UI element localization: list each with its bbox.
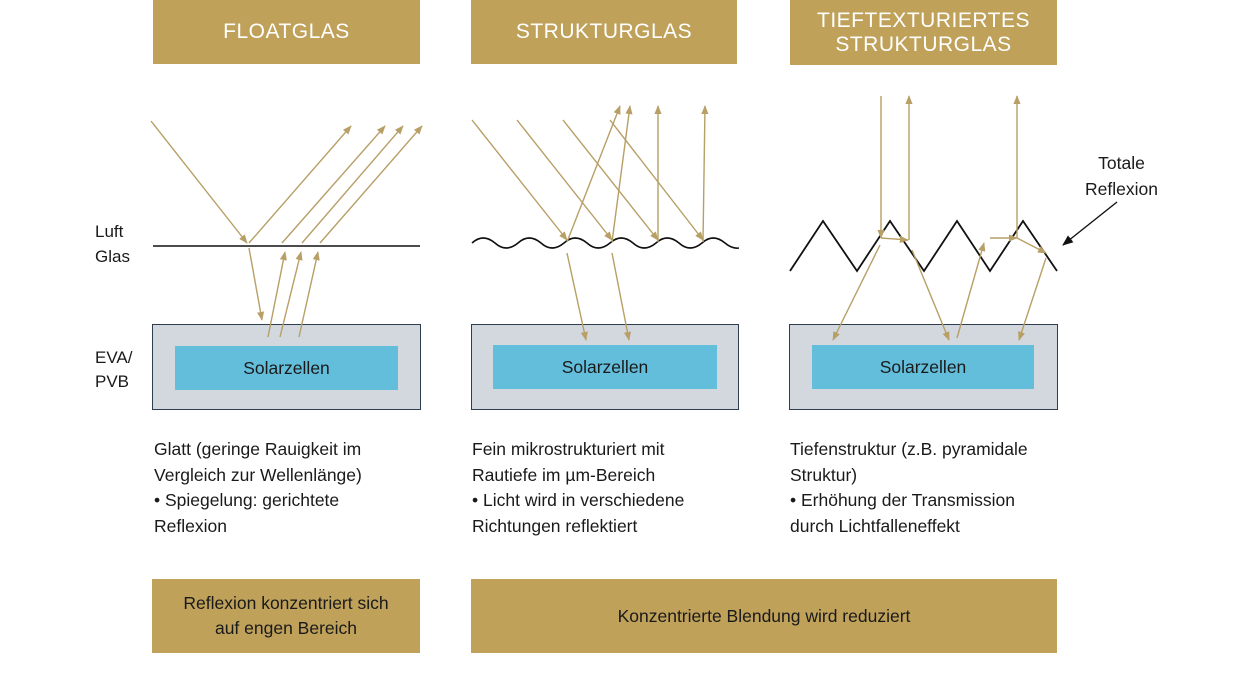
- rays-floatglas: [150, 120, 423, 338]
- footer-floatglas: Reflexion konzentriert sich auf engen Be…: [152, 579, 420, 653]
- footer-floatglas-line1: Reflexion konzentriert sich: [183, 593, 389, 613]
- description-floatglas-line2: Vergleich zur Wellenlänge): [154, 464, 362, 485]
- description-tieftexturiert-line1: Tiefenstruktur (z.B. pyramidale: [790, 439, 1028, 459]
- description-strukturglas-line3: • Licht wird in verschiedene: [472, 490, 685, 510]
- label-eva: EVA/: [95, 348, 133, 367]
- header-floatglas-text: FLOATGLAS: [223, 20, 350, 43]
- label-glas: Glas: [95, 247, 130, 266]
- surface-wave-strukturglas: [471, 237, 740, 249]
- label-luft: Luft: [95, 222, 124, 241]
- description-strukturglas-line4: Richtungen reflektiert: [472, 515, 638, 536]
- annotation-arrow: [1062, 201, 1118, 246]
- solar-cell-floatglas-label: Solarzellen: [243, 357, 330, 378]
- description-strukturglas-line1: Fein mikrostrukturiert mit: [472, 439, 665, 459]
- description-strukturglas: Fein mikrostrukturiert mit Rautiefe im µ…: [472, 437, 684, 539]
- description-floatglas-line4: Reflexion: [154, 515, 227, 536]
- annotation-totale-reflexion: Totale Reflexion: [1085, 150, 1158, 202]
- description-floatglas-line1: Glatt (geringe Rauigkeit im: [154, 439, 362, 459]
- description-strukturglas-line2: Rautiefe im µm-Bereich: [472, 464, 656, 485]
- description-floatglas: Glatt (geringe Rauigkeit im Vergleich zu…: [154, 437, 362, 539]
- footer-reduced-glare-text: Konzentrierte Blendung wird reduziert: [617, 605, 911, 626]
- solar-cell-tieftexturiert-label: Solarzellen: [879, 356, 967, 377]
- header-strukturglas-text: STRUKTURGLAS: [515, 20, 693, 43]
- footer-reduced-glare: Konzentrierte Blendung wird reduziert: [471, 579, 1057, 653]
- description-tieftexturiert-line2: Struktur): [790, 464, 858, 485]
- header-tieftexturiert-line1: TIEFTEXTURIERTES: [817, 8, 1030, 32]
- footer-floatglas-line2: auf engen Bereich: [214, 618, 358, 638]
- rays-tieftexturiert: [832, 95, 1047, 341]
- solar-cell-floatglas: Solarzellen: [175, 346, 398, 390]
- solar-cell-tieftexturiert: Solarzellen: [812, 345, 1034, 389]
- description-tieftexturiert: Tiefenstruktur (z.B. pyramidale Struktur…: [790, 437, 1028, 539]
- rays-strukturglas: [471, 105, 709, 341]
- annotation-line2: Reflexion: [1085, 179, 1158, 199]
- header-strukturglas: STRUKTURGLAS: [471, 0, 737, 64]
- solar-cell-strukturglas: Solarzellen: [493, 345, 717, 389]
- description-tieftexturiert-line3: • Erhöhung der Transmission: [790, 490, 1015, 510]
- description-floatglas-line3: • Spiegelung: gerichtete: [154, 490, 340, 510]
- label-pvb: PVB: [95, 372, 130, 391]
- header-floatglas: FLOATGLAS: [153, 0, 420, 64]
- header-tieftexturiert-line2: STRUKTURGLAS: [835, 32, 1012, 56]
- annotation-line1: Totale: [1098, 153, 1145, 173]
- header-tieftexturiert: TIEFTEXTURIERTES STRUKTURGLAS: [790, 0, 1057, 65]
- solar-cell-strukturglas-label: Solarzellen: [561, 356, 649, 377]
- description-tieftexturiert-line4: durch Lichtfalleneffekt: [790, 515, 960, 536]
